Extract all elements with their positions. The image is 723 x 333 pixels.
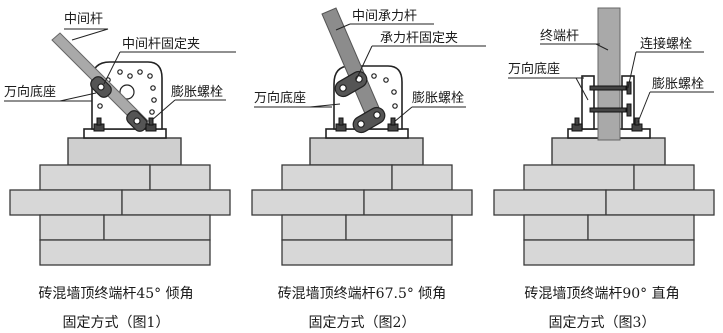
brick [363,189,473,216]
brick [633,164,695,191]
label-expansion-bolt: 膨胀螺栓 [652,77,704,92]
label-expansion-bolt: 膨胀螺栓 [171,85,223,100]
brick [523,164,635,191]
figure-1: 中间杆 中间杆固定夹 万向底座 膨胀螺栓 砖混墙顶终端杆45° 倾角 固定方式（… [4,12,236,331]
leader-lines [508,43,714,123]
caption-line-2: 固定方式（图1） [63,315,170,331]
brick [281,214,347,241]
label-connecting-bolt: 连接螺栓 [640,36,692,52]
expansion-bolt [335,117,399,132]
base-holes [97,69,157,115]
brick [9,189,123,216]
expansion-bolt [571,117,643,132]
brick [39,164,151,191]
brick [391,164,453,191]
brick [39,239,211,266]
rod-clamp [90,76,148,132]
label-bearing-rod-clamp: 承力杆固定夹 [380,31,458,46]
brick-wall [251,137,473,266]
caption-line-1: 砖混墙顶终端杆45° 倾角 [38,286,193,302]
label-terminal-rod: 终端杆 [540,28,579,44]
brick [605,189,715,216]
brick [523,239,695,266]
label-expansion-bolt: 膨胀螺栓 [412,91,464,106]
label-middle-rod: 中间杆 [64,12,103,27]
wall-cap [551,137,666,166]
figure-2: 中间承力杆 承力杆固定夹 万向底座 膨胀螺栓 砖混墙顶终端杆67.5° 倾角 固… [251,7,486,331]
brick [523,214,589,241]
brick [281,164,393,191]
caption-line-1: 砖混墙顶终端杆90° 直角 [524,285,679,302]
figure-3: 终端杆 连接螺栓 万向底座 膨胀螺栓 砖混墙顶终端杆90° 直角 固定方式（图3… [493,7,715,331]
leader-lines [4,28,236,121]
label-middle-rod-clamp: 中间杆固定夹 [122,37,200,52]
brick [281,239,453,266]
brick [587,214,695,241]
leader-lines [254,23,486,123]
brick [39,214,105,241]
caption-line-2: 固定方式（图3） [549,315,656,331]
brick [149,164,211,191]
caption-line-1: 砖混墙顶终端杆67.5° 倾角 [278,286,447,302]
brick-wall [493,137,715,266]
brick [493,189,607,216]
caption-line-2: 固定方式（图2） [309,315,416,331]
universal-base-left [581,75,595,130]
expansion-bolt [93,117,157,132]
label-universal-base: 万向底座 [254,90,306,106]
label-universal-base: 万向底座 [4,84,56,100]
rod-clamp [334,70,386,134]
brick [251,189,365,216]
brick [345,214,453,241]
brick [121,189,231,216]
terminal-rod [597,7,621,141]
label-middle-bearing-rod: 中间承力杆 [352,9,417,24]
label-universal-base: 万向底座 [508,61,560,77]
wall-cap [67,137,182,166]
brick-wall [9,137,231,266]
brick [103,214,211,241]
wall-cap [309,137,424,166]
connecting-bolt [589,81,632,117]
